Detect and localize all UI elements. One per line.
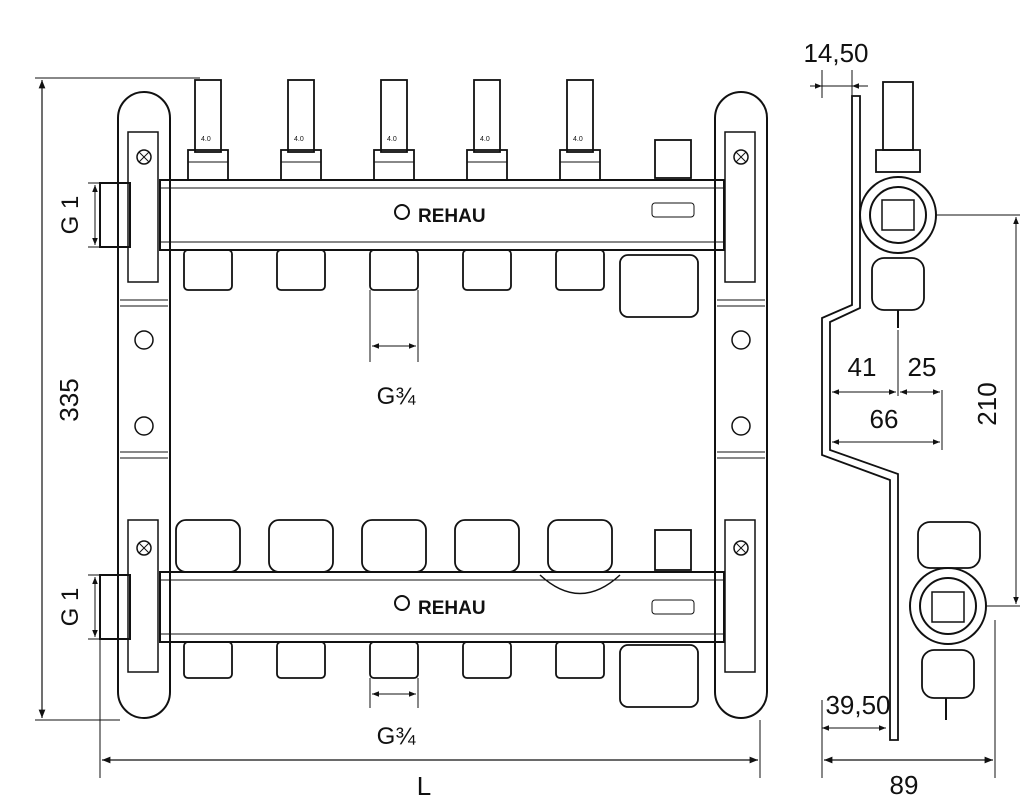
gauge-label-2: 4.0 (294, 136, 304, 143)
side-depth-label: 89 (890, 770, 919, 800)
flow-meter-2 (280, 79, 322, 181)
flow-meter-1 (187, 79, 229, 181)
side-dim-25-label: 25 (908, 352, 937, 382)
gauge-label-5: 4.0 (573, 136, 583, 143)
lower-valve-caps (175, 519, 613, 573)
gauge-label-4: 4.0 (480, 136, 490, 143)
lower-outlet-thread-label: G¾ (377, 723, 417, 750)
left-bracket (117, 91, 171, 719)
side-view: 14,50 41 25 66 210 39,50 89 (803, 38, 1020, 800)
brand-logo-lower: REHAU (418, 598, 486, 619)
flow-meters (187, 79, 601, 181)
upper-outlets (183, 249, 605, 291)
side-dim-39-50-label: 39,50 (825, 690, 890, 720)
side-upper-section (859, 81, 937, 328)
side-dimensions (810, 70, 1020, 778)
upper-manifold-bar (99, 179, 725, 251)
side-lower-section (909, 521, 987, 720)
side-dim-210-label: 210 (972, 382, 1002, 425)
length-dimension-label: L (417, 771, 431, 801)
lower-outlets (183, 641, 605, 679)
gauge-label-3: 4.0 (387, 136, 397, 143)
side-dim-66-label: 66 (870, 404, 899, 434)
right-bracket (714, 91, 768, 719)
front-view: REHAU REHAU (35, 77, 768, 801)
side-bracket-profile (821, 95, 899, 741)
flow-meter-4 (466, 79, 508, 181)
side-dim-41-label: 41 (848, 352, 877, 382)
upper-thread-label: G 1 (57, 196, 84, 235)
front-dimensions (35, 77, 761, 778)
gauge-label-1: 4.0 (201, 136, 211, 143)
flow-meter-3 (373, 79, 415, 181)
upper-outlet-thread-label: G¾ (377, 383, 417, 410)
vent-drain-valves (619, 139, 699, 708)
lower-manifold-bar (99, 571, 725, 643)
lower-thread-label: G 1 (57, 588, 84, 627)
brand-logo-upper: REHAU (418, 206, 486, 227)
side-offset-label: 14,50 (803, 38, 868, 68)
height-dimension-label: 335 (54, 378, 84, 421)
flow-meter-5 (559, 79, 601, 181)
